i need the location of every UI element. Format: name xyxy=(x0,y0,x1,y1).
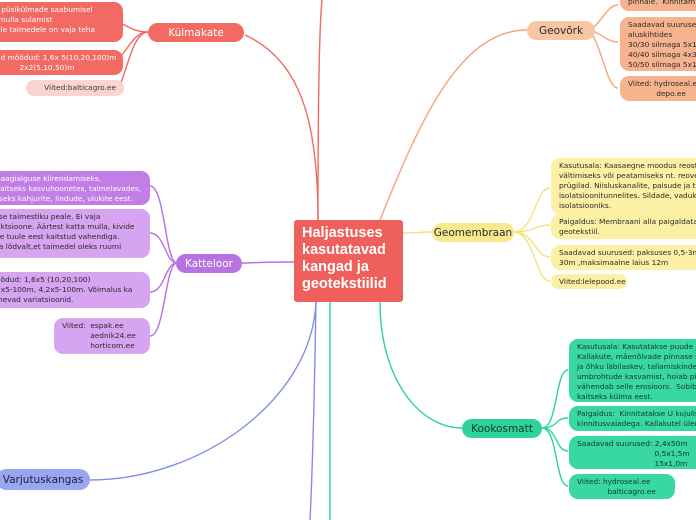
geovork-leaf-links[interactable]: Viited: hydroseal.ee depo.ee xyxy=(620,76,696,101)
link-kookosmatt-leaf3 xyxy=(541,427,569,452)
katteloor-leaf-sizes[interactable]: õõdud: 1,6x5 (10,20,100) 2x5-100m, 4,2x5… xyxy=(0,272,150,308)
kookosmatt-leaf-links[interactable]: Viited: hydroseal.ee balticagro.ee xyxy=(569,474,675,499)
branch-geovork[interactable]: Geovõrk xyxy=(527,21,595,40)
link-varjutuskangas-root xyxy=(309,301,317,520)
geomembraan-leaf-installation[interactable]: Paigaldus: Membraani alla paigaldata geo… xyxy=(551,214,696,239)
branch-kylmakate[interactable]: Külmakate xyxy=(148,23,244,42)
branch-geomembraan[interactable]: Geomembraan xyxy=(432,223,514,242)
link-katteloor-leaf2 xyxy=(149,232,178,264)
link-kookosmatt xyxy=(379,301,463,429)
link-geomembraan-leaf1 xyxy=(512,187,551,233)
geomembraan-leaf-links[interactable]: Viited:lelepood.ee xyxy=(551,274,627,289)
katteloor-leaf-links[interactable]: Viited: espak.ee aednik24.ee horticom.ee xyxy=(54,318,150,354)
branch-kookosmatt[interactable]: Kookosmatt xyxy=(462,419,542,438)
link-katteloor xyxy=(241,261,295,264)
link-kookosmatt-leaf4 xyxy=(541,427,569,487)
katteloor-leaf-installation[interactable]: tse taimestiku peale. Ei vaja uktsioone.… xyxy=(0,209,150,258)
geomembraan-leaf-usage[interactable]: Kasutusala: Kaasaegne moodus reostus väl… xyxy=(551,158,696,214)
link-katteloor-leaf4 xyxy=(149,262,178,337)
kylmakate-leaf-usage[interactable]: t püsikülmade saabumisel mulla sulamist … xyxy=(0,2,123,42)
geovork-leaf-installation[interactable]: pinnale. Kinnitam xyxy=(620,0,696,11)
link-kylmakate xyxy=(244,34,319,221)
geomembraan-leaf-sizes[interactable]: Saadavad suurused: paksuses 0,5-3mm 30m … xyxy=(551,245,696,270)
link-kookosmatt-leaf1 xyxy=(541,369,569,429)
central-topic[interactable]: Haljastuses kasutatavad kangad ja geotek… xyxy=(294,220,403,302)
katteloor-leaf-usage[interactable]: Saagialguse kiirendamiseks, kaitseks kas… xyxy=(0,171,150,205)
link-katteloor-leaf1 xyxy=(149,185,178,264)
link-varjutuskangas xyxy=(89,301,317,481)
kookosmatt-leaf-installation[interactable]: Paigaldus: Kinnitatakse U kujulis kinnit… xyxy=(569,406,696,431)
link-geomembraan-leaf3 xyxy=(512,231,551,258)
branch-varjutuskangas[interactable]: Varjutuskangas xyxy=(0,469,90,490)
kookosmatt-leaf-sizes[interactable]: Saadavad suurused: 2,4x50m 0,5x1,5m 15x1… xyxy=(569,436,696,469)
link-kylmakate-root xyxy=(317,0,323,221)
link-geomembraan xyxy=(402,231,434,234)
branch-katteloor[interactable]: Katteloor xyxy=(176,254,242,273)
geovork-leaf-sizes[interactable]: Saadavad suurused: aluskihtides 30/30 si… xyxy=(620,17,696,71)
kylmakate-leaf-links[interactable]: Viited:balticagro.ee xyxy=(26,80,124,96)
link-geovork xyxy=(379,29,528,221)
kylmakate-leaf-sizes[interactable]: ad mõõdud: 1,6x 5(10,20,100)m 2x2(5,10,5… xyxy=(0,50,123,75)
link-geomembraan-leaf4 xyxy=(512,231,551,282)
kookosmatt-leaf-usage[interactable]: Kasutusala: Kasutatakse puude ja Kallaku… xyxy=(569,339,696,402)
